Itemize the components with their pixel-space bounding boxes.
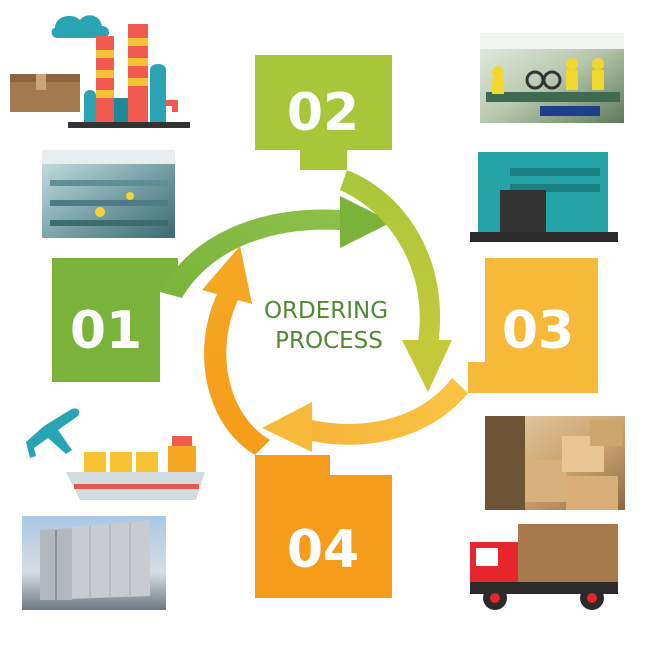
arrow-head-2-to-3 — [402, 340, 452, 392]
arrow-arc-4-to-1 — [204, 292, 270, 455]
arrow-head-3-to-4 — [262, 402, 312, 452]
step-01-box — [52, 258, 178, 382]
arrow-head-1-to-2 — [340, 196, 392, 248]
assembly-line-photo — [480, 33, 624, 123]
arrow-arc-1-to-2 — [160, 209, 340, 298]
step-04-box — [255, 455, 392, 598]
arrow-head-4-to-1 — [202, 246, 252, 304]
factory-floor-photo — [42, 150, 175, 238]
cargo-ship-icon — [66, 436, 205, 500]
warehouse-icon — [470, 152, 618, 242]
step-02-number: 02 — [287, 83, 359, 143]
center-title-line-2: PROCESS — [275, 328, 383, 354]
airplane-icon — [26, 408, 80, 458]
box-icon — [10, 74, 80, 112]
step-03-box — [468, 258, 598, 393]
delivery-truck-icon — [470, 524, 618, 610]
arrow-arc-3-to-4 — [300, 378, 468, 445]
shipping-container-photo — [22, 516, 166, 610]
boxes-photo — [485, 416, 625, 510]
step-03-number: 03 — [502, 301, 574, 361]
step-04-number: 04 — [287, 520, 359, 580]
step-01-number: 01 — [70, 301, 142, 361]
step-02-box — [255, 55, 392, 170]
factory-icon — [51, 15, 190, 128]
center-title-line-1: ORDERING — [264, 298, 388, 324]
arrow-arc-2-to-3 — [340, 170, 441, 345]
